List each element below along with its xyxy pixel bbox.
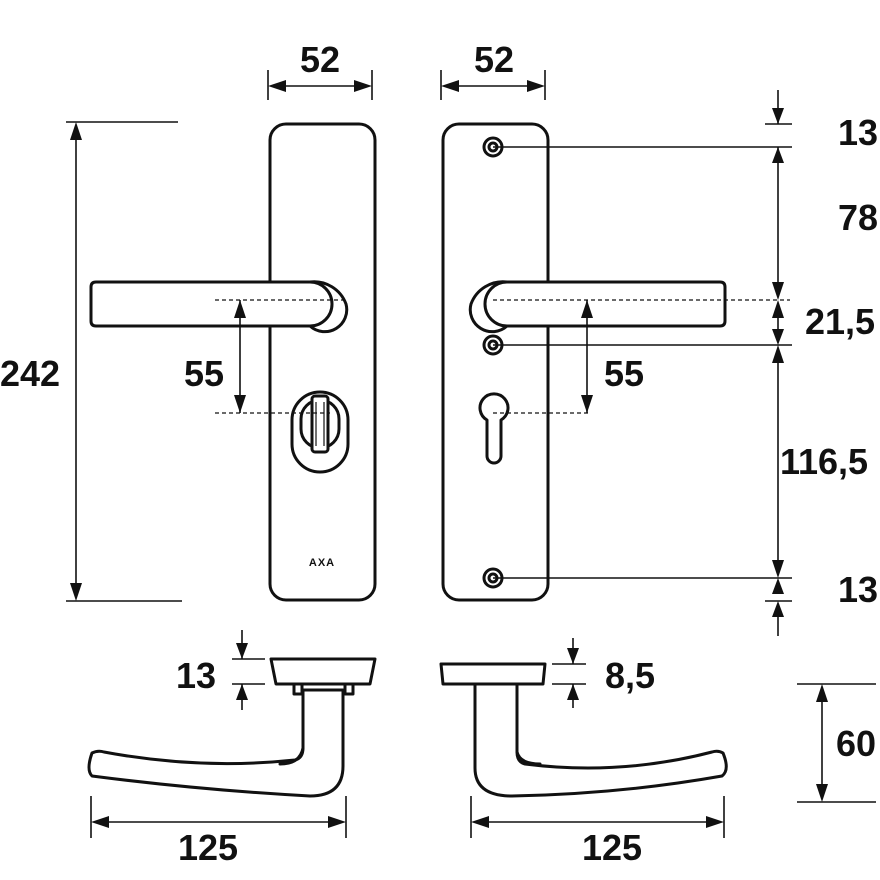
right-rose-side: [439, 662, 547, 686]
dimension-handle-projection: 60: [797, 683, 876, 803]
left-back-plate: [268, 122, 377, 602]
dim-label: 55: [184, 353, 224, 394]
left-thumb-turn-knob: [310, 394, 330, 454]
dim-label: 21,5: [805, 301, 875, 342]
dim-label: 52: [300, 39, 340, 80]
left-lever-handle: [89, 280, 349, 334]
dimension-handle-length-right: 125: [470, 796, 725, 868]
left-spindle-stub: [292, 682, 304, 696]
left-lever-side-inner: [278, 746, 305, 766]
right-lever-handle: [468, 280, 727, 334]
dim-label: 125: [178, 827, 238, 868]
brand-label: AXA: [309, 557, 335, 569]
dim-label: 8,5: [605, 655, 655, 696]
dim-label: 13: [838, 112, 878, 153]
left-lever-rose-edge: [308, 280, 334, 328]
left-spindle-stub: [343, 682, 355, 696]
right-lever-side: [473, 682, 728, 798]
right-plate-front-view: [441, 122, 727, 602]
left-plate-front-view: AXA: [89, 122, 377, 602]
dim-label: 78: [838, 197, 878, 238]
keyhole-cutout: [478, 392, 510, 465]
dimension-handle-length-left: 125: [90, 796, 347, 868]
dimension-spindle-cylinder-right: 55: [581, 300, 644, 413]
dim-label: 13: [176, 655, 216, 696]
dimension-spindle-cylinder-left: 55: [184, 300, 246, 413]
right-lever-side-inner: [515, 750, 542, 766]
dimension-rose-height-left: 13: [176, 630, 265, 710]
dim-label: 52: [474, 39, 514, 80]
dimension-plate-height: 242: [0, 121, 182, 602]
right-back-plate: [441, 122, 550, 602]
dimension-chain-right: 13 78 21,5 116,5 13: [493, 90, 878, 636]
dim-label: 60: [836, 723, 876, 764]
center-lines: [215, 299, 790, 414]
right-lever-rose-edge: [483, 280, 509, 328]
dim-label: 55: [604, 353, 644, 394]
dim-label: 116,5: [780, 441, 868, 482]
dim-label: 13: [838, 569, 878, 610]
dimension-plate-width-right: 52: [440, 39, 546, 100]
dim-label: 125: [582, 827, 642, 868]
left-rose-side: [269, 657, 377, 686]
dimension-rose-height-right: 8,5: [552, 638, 655, 708]
right-handle-side-view: [439, 662, 728, 798]
dim-label: 242: [0, 353, 60, 394]
left-handle-side-view: [87, 657, 377, 798]
dimension-plate-width-left: 52: [267, 39, 373, 100]
left-lever-side: [87, 688, 345, 798]
